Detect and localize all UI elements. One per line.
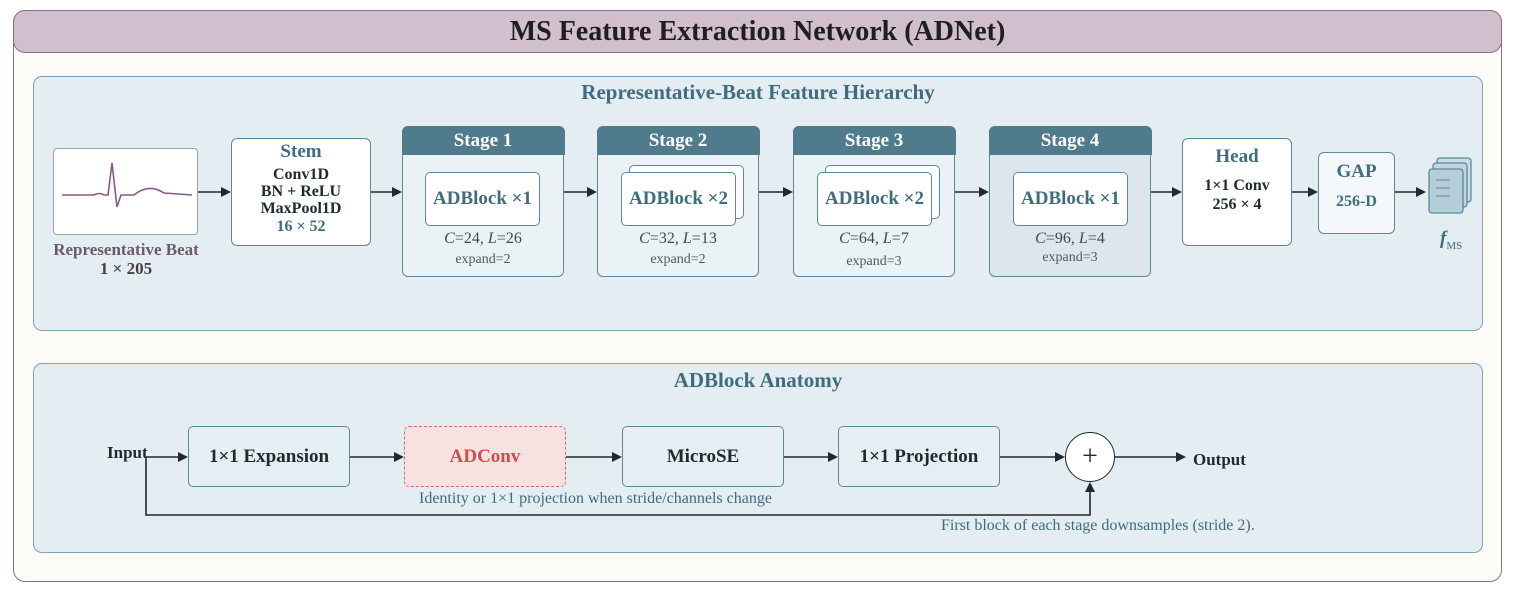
stride-note: First block of each stage downsamples (s… (941, 517, 1255, 534)
stage-4-dims: C=96, L=4 (1035, 230, 1105, 247)
head-box: Head 1×1 Conv 256 × 4 (1182, 138, 1292, 246)
projection-block: 1×1 Projection (838, 426, 1000, 487)
gap-box: GAP 256-D (1318, 152, 1395, 234)
anatomy-output-label: Output (1193, 450, 1246, 469)
stem-pool: MaxPool1D (260, 200, 342, 217)
head-title: Head (1215, 146, 1259, 167)
head-dims: 256 × 4 (1212, 196, 1262, 213)
gap-title: GAP (1336, 161, 1377, 182)
stage-3-adblock: ADBlock ×2 (817, 172, 932, 226)
expansion-block: 1×1 Expansion (188, 426, 350, 487)
stage-4-title: Stage 4 (988, 125, 1152, 155)
stage-3-dims: C=64, L=7 (839, 230, 909, 247)
head-conv: 1×1 Conv (1204, 177, 1270, 194)
ecg-waveform-icon (62, 162, 193, 208)
stem-dims: 16 × 52 (276, 218, 326, 235)
stage-3-expand: expand=3 (846, 254, 902, 269)
adconv-block: ADConv (404, 426, 566, 487)
input-label: Representative Beat (53, 240, 199, 259)
output-feature-label: fMS (1440, 228, 1463, 252)
anatomy-input-label: Input (107, 443, 148, 462)
stage-1-dims: C=24, L=26 (444, 230, 522, 247)
stage-2-dims: C=32, L=13 (639, 230, 717, 247)
stem-conv: Conv1D (272, 166, 329, 183)
stage-4-expand: expand=3 (1042, 250, 1098, 265)
anatomy-title: ADBlock Anatomy (673, 368, 843, 392)
figure-title: MS Feature Extraction Network (ADNet) (13, 10, 1502, 53)
stage-1-expand: expand=2 (455, 252, 511, 267)
stem-title: Stem (280, 141, 322, 162)
hierarchy-title: Representative-Beat Feature Hierarchy (581, 80, 935, 104)
ecg-beat-thumbnail (53, 148, 198, 235)
residual-add-node: + (1065, 432, 1115, 482)
skip-note: Identity or 1×1 projection when stride/c… (419, 490, 772, 507)
stage-1-adblock: ADBlock ×1 (425, 172, 540, 226)
stage-2-title: Stage 2 (596, 125, 760, 155)
stage-4-adblock: ADBlock ×1 (1013, 172, 1128, 226)
input-dims: 1 × 205 (99, 259, 153, 278)
stage-1-title: Stage 1 (401, 125, 565, 155)
stage-3-title: Stage 3 (792, 125, 956, 155)
stage-2-adblock: ADBlock ×2 (621, 172, 736, 226)
gap-dims: 256-D (1336, 193, 1377, 210)
stem-bn: BN + ReLU (260, 183, 342, 200)
stem-box: Stem Conv1D BN + ReLU MaxPool1D 16 × 52 (231, 138, 371, 246)
stage-2-expand: expand=2 (650, 252, 706, 267)
input-caption: Representative Beat 1 × 205 (40, 240, 212, 278)
microse-block: MicroSE (622, 426, 784, 487)
